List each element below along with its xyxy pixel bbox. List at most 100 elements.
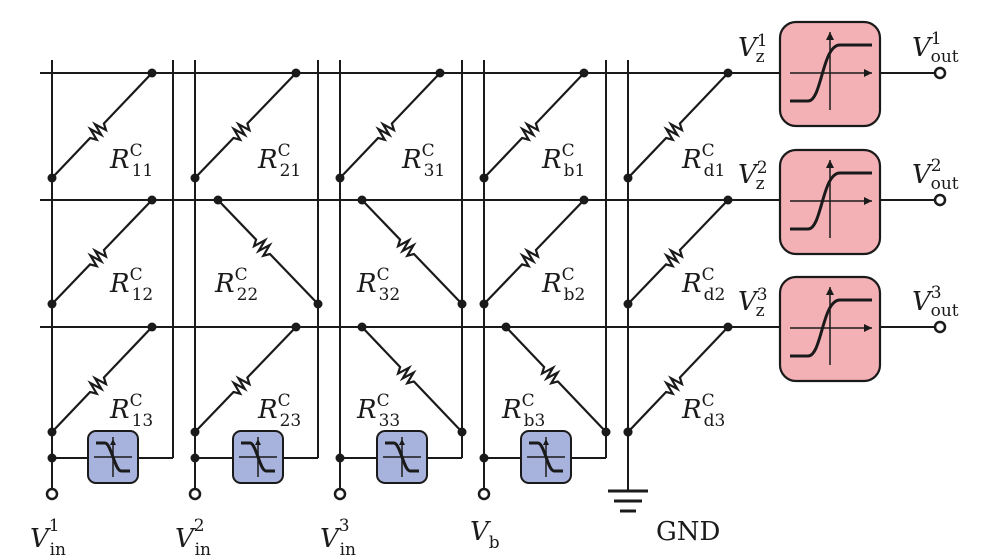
junction-dot xyxy=(213,195,223,205)
junction-dot xyxy=(457,427,467,437)
output-terminal-2[interactable] xyxy=(933,193,947,207)
output-wires xyxy=(880,72,934,328)
resistor-Rb1 xyxy=(483,72,585,179)
junction-dot xyxy=(335,173,345,183)
synapse-box-2[interactable] xyxy=(232,430,284,484)
neuron-box-1[interactable] xyxy=(778,20,882,128)
ground-symbol-icon xyxy=(608,489,648,513)
neuron-box-3[interactable] xyxy=(778,275,882,383)
junction-dot xyxy=(501,322,511,332)
input-label-bias: Vb xyxy=(470,517,500,553)
resistor-Rd3 xyxy=(627,326,729,433)
sigmoid-activation-icon xyxy=(790,171,872,231)
input-terminal-2[interactable] xyxy=(188,487,202,501)
junction-dot xyxy=(335,453,345,463)
input-terminal-3[interactable] xyxy=(333,487,347,501)
inverted-sigmoid-activation-icon xyxy=(385,441,419,473)
junction-dot xyxy=(723,68,733,78)
junction-dot xyxy=(313,299,323,309)
input-terminals xyxy=(45,487,491,501)
resistor-R22 xyxy=(217,199,319,305)
junction-dot xyxy=(47,173,57,183)
junction-dot xyxy=(47,299,57,309)
neuron-boxes xyxy=(778,20,882,383)
junction-dot xyxy=(357,195,367,205)
synapse-box-4[interactable] xyxy=(520,430,572,484)
resistor-Rd2 xyxy=(627,199,729,305)
junction-dot xyxy=(190,453,200,463)
resistors xyxy=(51,72,729,433)
junction-dot xyxy=(457,299,467,309)
junction-dot xyxy=(479,453,489,463)
junction-dot xyxy=(479,299,489,309)
output-terminal-1[interactable] xyxy=(933,66,947,80)
junction-dot xyxy=(601,427,611,437)
junction-dot xyxy=(190,173,200,183)
resistor-Rd1 xyxy=(627,72,729,179)
inverted-sigmoid-activation-icon xyxy=(241,441,275,473)
inverted-sigmoid-activation-icon xyxy=(96,441,130,473)
junction-dot xyxy=(190,427,200,437)
input-terminal-1[interactable] xyxy=(45,487,59,501)
row-wires xyxy=(40,72,780,328)
junction-dot xyxy=(579,68,589,78)
resistor-R23 xyxy=(194,326,297,433)
resistor-Rb3 xyxy=(505,326,607,433)
resistor-Rb2 xyxy=(483,199,585,305)
resistor-R12 xyxy=(51,199,153,305)
junction-dot xyxy=(435,68,445,78)
junction-dot xyxy=(147,195,157,205)
input-terminal-bias[interactable] xyxy=(477,487,491,501)
synapse-box-3[interactable] xyxy=(376,430,428,484)
resistor-R11 xyxy=(51,72,153,179)
sigmoid-activation-icon xyxy=(790,298,872,358)
junction-dot xyxy=(147,68,157,78)
junction-dot xyxy=(291,68,301,78)
junction-dot xyxy=(47,427,57,437)
sigmoid-activation-icon xyxy=(790,43,872,103)
resistor-R21 xyxy=(194,72,297,179)
resistor-R31 xyxy=(339,72,441,179)
junction-dot xyxy=(723,195,733,205)
synapse-boxes xyxy=(87,430,572,484)
junction-dot xyxy=(357,322,367,332)
junction-dot xyxy=(623,173,633,183)
junction-dot xyxy=(479,173,489,183)
junction-dot xyxy=(579,195,589,205)
junction-dot xyxy=(623,299,633,309)
output-terminal-3[interactable] xyxy=(933,320,947,334)
resistor-R33 xyxy=(361,326,463,433)
junction-dot xyxy=(623,427,633,437)
junction-dot xyxy=(147,322,157,332)
resistor-R13 xyxy=(51,326,153,433)
neuron-box-2[interactable] xyxy=(778,148,882,256)
synapse-box-1[interactable] xyxy=(87,430,139,484)
output-terminals xyxy=(933,66,947,334)
junction-dots xyxy=(47,68,733,463)
